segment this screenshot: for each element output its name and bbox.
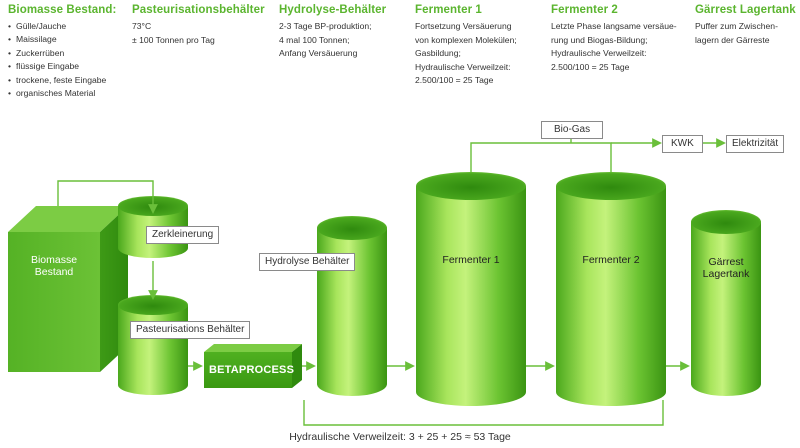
fermenter2-tank-body [556, 186, 666, 406]
info-line: 4 mal 100 Tonnen; [279, 34, 350, 45]
list-item: Maissilage [8, 33, 116, 46]
biomasse-label-line2: Bestand [34, 266, 74, 278]
biogas-label: Bio-Gas [541, 121, 604, 139]
info-pasteurisation: Pasteurisationsbehälter 73°C ± 100 Tonne… [132, 4, 265, 47]
list-item: Gülle/Jauche [8, 20, 116, 33]
fermenter1-tank-top [416, 172, 526, 200]
betaprocess-label: BETAPROCESS [209, 364, 295, 376]
biomasse-label: Biomasse Bestand [8, 254, 100, 278]
info-line: von komplexen Molekülen; [415, 34, 517, 45]
info-line: Hydraulische Verweilzeit: [415, 61, 511, 72]
gaerrest-tank [691, 210, 761, 396]
info-gaerrest: Gärrest Lagertank Puffer zum Zwischen- l… [695, 4, 796, 47]
info-biomasse-title: Biomasse Bestand: [8, 4, 117, 16]
pasteurisation-label: Pasteurisations Behälter [130, 321, 251, 339]
info-line: Hydraulische Verweilzeit: [551, 48, 647, 59]
info-line: 73°C [132, 21, 152, 31]
biomasse-block-front [8, 232, 100, 372]
info-line: Fortsetzung Versäuerung [415, 21, 512, 31]
info-fermenter1-title: Fermenter 1 [415, 4, 482, 16]
info-line: 2.500/100 = 25 Tage [551, 61, 630, 72]
verweilzeit-caption: Hydraulische Verweilzeit: 3 + 25 + 25 ≈ … [289, 431, 511, 443]
info-pasteurisation-title: Pasteurisationsbehälter [132, 4, 265, 16]
fermenter2-label: Fermenter 2 [582, 254, 640, 266]
gaerrest-label: Gärrest Lagertank [691, 256, 761, 280]
info-line: ± 100 Tonnen pro Tag [132, 34, 215, 45]
info-line: Letzte Phase langsame versäue- [551, 21, 677, 31]
biomasse-block-top [8, 206, 128, 232]
hydrolyse-tank [317, 216, 387, 396]
info-line: 2-3 Tage BP-produktion; [279, 21, 372, 31]
fermenter2-tank-top [556, 172, 666, 200]
betaprocess-block-top [204, 344, 302, 352]
verweilzeit-bracket [303, 400, 664, 426]
list-item: Zuckerrüben [8, 47, 116, 60]
info-hydrolyse-title: Hydrolyse-Behälter [279, 4, 387, 16]
info-line: Gasbildung; [415, 48, 461, 59]
info-line: Anfang Versäuerung [279, 48, 358, 59]
betaprocess-block-front [204, 352, 292, 388]
list-item: organisches Material [8, 87, 116, 100]
info-line: rung und Biogas-Bildung; [551, 34, 648, 45]
biomasse-label-line1: Biomasse [30, 254, 78, 266]
list-item: trockene, feste Eingabe [8, 74, 116, 87]
biomasse-block [8, 206, 128, 372]
hydrolyse-tank-top [317, 216, 387, 240]
betaprocess-block-side [292, 344, 302, 388]
fermenter1-tank-body [416, 186, 526, 406]
hydrolyse-label: Hydrolyse Behälter [259, 253, 356, 271]
info-line: Puffer zum Zwischen- [695, 21, 778, 31]
info-hydrolyse: Hydrolyse-Behälter 2-3 Tage BP-produktio… [279, 4, 386, 61]
gaerrest-label-line1: Gärrest [708, 256, 744, 268]
info-fermenter2-title: Fermenter 2 [551, 4, 618, 16]
fermenter2-tank [556, 172, 666, 406]
info-gaerrest-title: Gärrest Lagertank [695, 4, 796, 16]
flow-arrows [57, 135, 726, 426]
zerkleinerung-label: Zerkleinerung [146, 226, 220, 244]
gaerrest-label-line2: Lagertank [702, 268, 750, 280]
fermenter1-label: Fermenter 1 [442, 254, 500, 266]
fermenter1-tank [416, 172, 526, 406]
info-fermenter2: Fermenter 2 Letzte Phase langsame versäu… [551, 4, 677, 74]
info-biomasse-list: Gülle/Jauche Maissilage Zuckerrüben flüs… [8, 20, 116, 100]
info-line: 2.500/100 = 25 Tage [415, 75, 494, 86]
list-item: flüssige Eingabe [8, 60, 116, 73]
gaerrest-tank-body [691, 222, 761, 396]
betaprocess-block [204, 344, 302, 388]
pasteurisation-tank-top [118, 295, 188, 315]
biogas-pipe [470, 142, 612, 172]
arrow-biomasse-to-zerkleinerung [57, 180, 158, 214]
gaerrest-tank-top [691, 210, 761, 234]
pasteurisation-tank-body [118, 305, 188, 395]
pasteurisation-tank [118, 295, 188, 395]
kwk-label: KWK [662, 135, 703, 153]
elektrizitaet-label: Elektrizität [726, 135, 785, 153]
info-biomasse: Biomasse Bestand: Gülle/Jauche Maissilag… [8, 4, 116, 100]
info-fermenter1: Fermenter 1 Fortsetzung Versäuerung von … [415, 4, 517, 88]
info-line: lagern der Gärreste [695, 34, 770, 45]
